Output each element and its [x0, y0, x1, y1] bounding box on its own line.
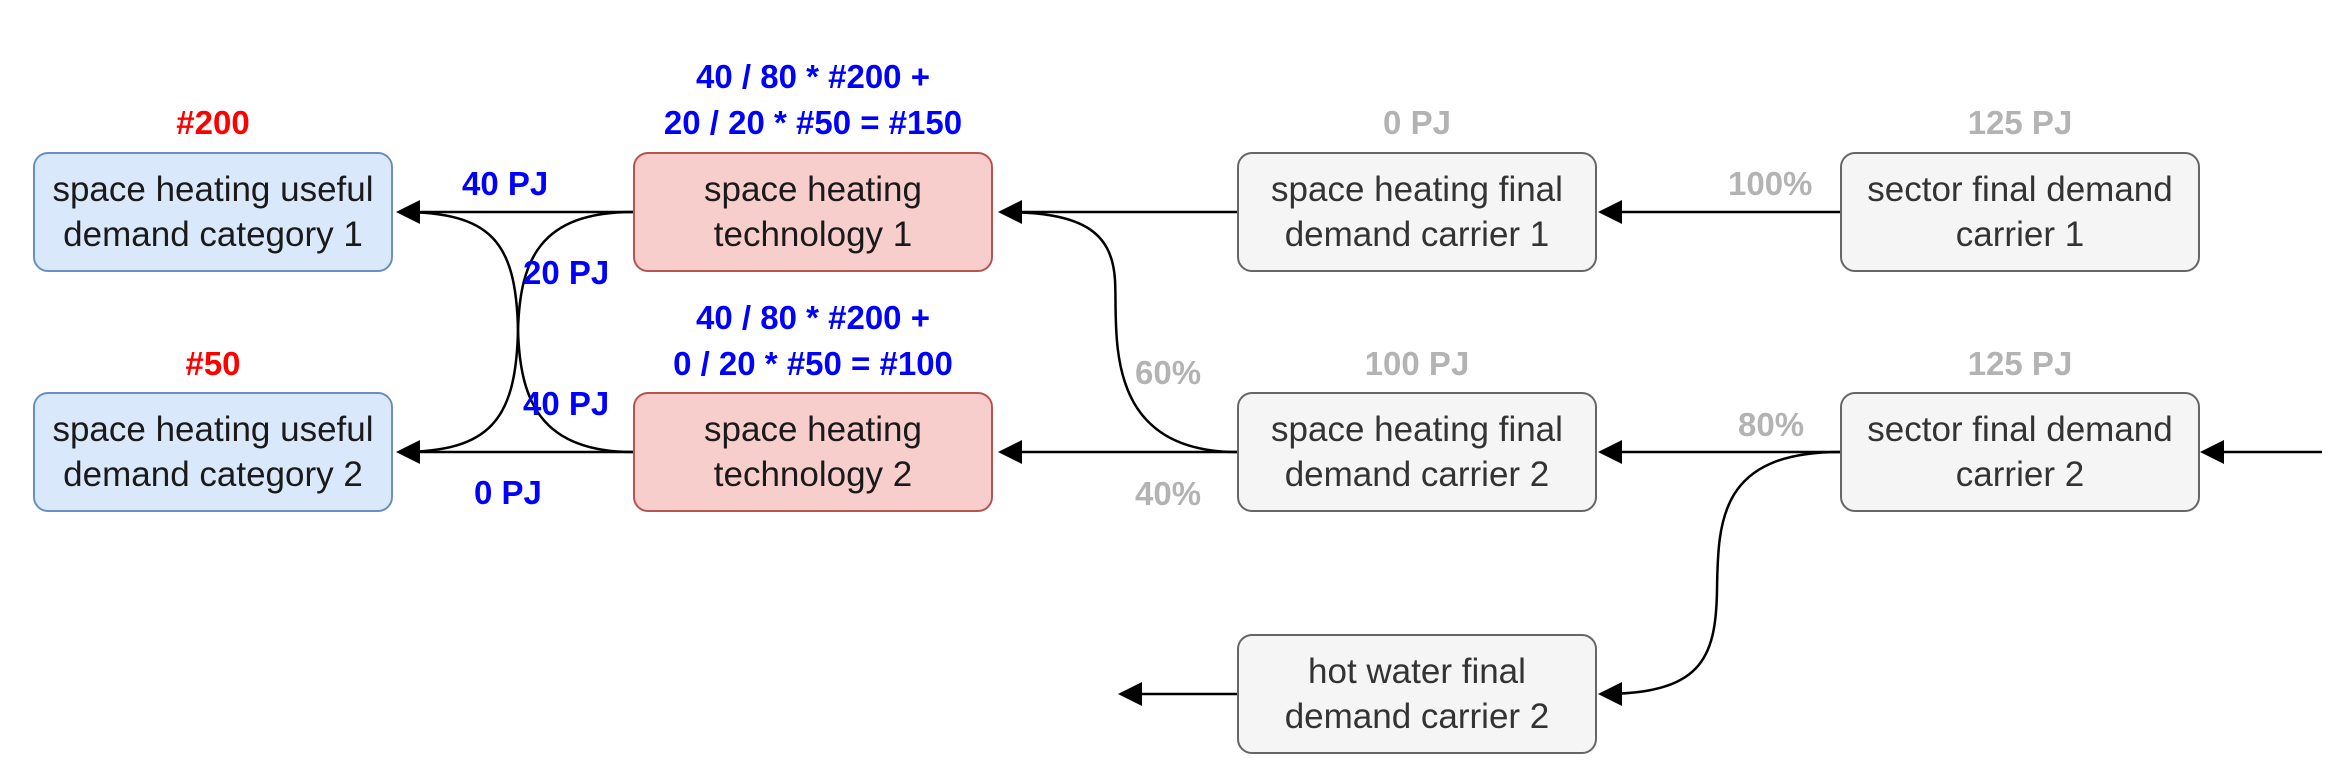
arrowhead-hotwater-out — [1118, 682, 1142, 706]
label-final2-value: 100 PJ — [1364, 345, 1470, 382]
label-share-final2-tech2: 40% — [1135, 475, 1202, 512]
edge-sector2-hotwater — [1601, 450, 1841, 696]
label-share-sector2-final2: 80% — [1738, 406, 1805, 443]
node-hot-water-carrier-2[interactable]: hot water final demand carrier 2 — [1237, 634, 1597, 754]
node-useful-demand-2[interactable]: space heating useful demand category 2 — [33, 392, 393, 512]
arrowhead-hotwater — [1598, 682, 1622, 706]
node-useful-demand-1[interactable]: space heating useful demand category 1 — [33, 152, 393, 272]
label-useful1-demand: #200 — [176, 104, 250, 141]
label-tech1-formula-line1: 40 / 80 * #200 + — [696, 58, 930, 95]
label-final1-value: 0 PJ — [1383, 104, 1451, 141]
node-final-carrier-1[interactable]: space heating final demand carrier 1 — [1237, 152, 1597, 272]
node-sector-carrier-2[interactable]: sector final demand carrier 2 — [1840, 392, 2200, 512]
arrowhead-final2 — [1598, 440, 1622, 464]
node-sector-carrier-1[interactable]: sector final demand carrier 1 — [1840, 152, 2200, 272]
node-technology-2[interactable]: space heating technology 2 — [633, 392, 993, 512]
label-flow-tech2-useful1: 40 PJ — [523, 385, 610, 422]
node-final-carrier-2[interactable]: space heating final demand carrier 2 — [1237, 392, 1597, 512]
label-share-final2-tech1: 60% — [1135, 354, 1202, 391]
node-technology-1[interactable]: space heating technology 1 — [633, 152, 993, 272]
label-flow-tech1-useful1: 40 PJ — [462, 165, 549, 202]
label-flow-tech2-useful2: 0 PJ — [474, 474, 542, 511]
arrowhead-final1 — [1598, 200, 1622, 224]
label-tech2-formula-line1: 40 / 80 * #200 + — [696, 299, 930, 336]
label-share-sector1-final1: 100% — [1728, 165, 1813, 202]
label-useful2-demand: #50 — [185, 345, 241, 382]
label-sector1-value: 125 PJ — [1967, 104, 2073, 141]
edge-final2-tech1 — [1001, 210, 1238, 454]
label-flow-tech1-useful2: 20 PJ — [523, 254, 610, 291]
label-tech1-formula-line2: 20 / 20 * #50 = #150 — [663, 104, 963, 141]
label-tech2-formula-line2: 0 / 20 * #50 = #100 — [673, 345, 953, 382]
arrowhead-sector2 — [2200, 440, 2224, 464]
edge-tech2-useful1 — [399, 210, 634, 454]
arrowhead-tech2 — [998, 440, 1022, 464]
label-sector2-value: 125 PJ — [1967, 345, 2073, 382]
arrowhead-useful2 — [396, 440, 420, 464]
